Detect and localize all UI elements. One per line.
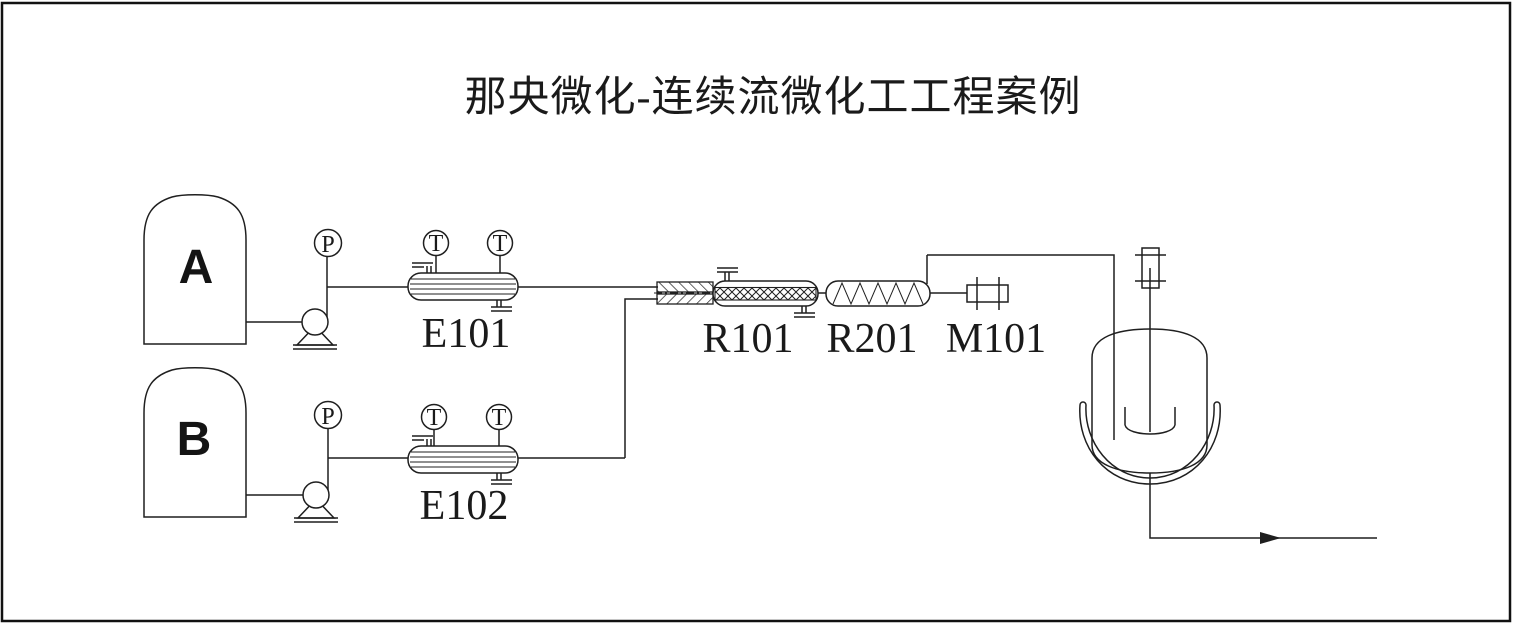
- temp-gauge-letter: T: [429, 231, 444, 257]
- premixer-connector: [654, 281, 716, 305]
- e102-temp-gauge-stems: [433, 430, 500, 446]
- temp-gauge-letter: T: [492, 405, 507, 431]
- temp-gauge-dial: [486, 229, 514, 257]
- pressure-gauge-a-dial: [313, 228, 343, 258]
- tank-a-label: A: [179, 241, 214, 294]
- r201-label: R201: [826, 316, 917, 362]
- e102-tube-lines: [410, 451, 516, 468]
- tank-a-body: [143, 194, 247, 345]
- m101-body: [966, 284, 1009, 303]
- reactor-r101: R101: [702, 267, 819, 362]
- tank-b-label: B: [177, 413, 212, 466]
- pump-b: [294, 481, 338, 523]
- reactor-r201: R201: [825, 280, 931, 362]
- agitator: [1124, 247, 1176, 435]
- tank-b-body: [143, 367, 247, 518]
- r201-body: [825, 280, 931, 307]
- agitator-impeller: [1124, 407, 1176, 435]
- e102-bottom-nozzle: [491, 473, 512, 485]
- temp-gauge-e101-left: T: [422, 229, 450, 257]
- e101-label: E101: [422, 311, 511, 357]
- pressure-gauge-b: P: [313, 400, 343, 430]
- pipe-b-riser-to-premixer: [624, 298, 658, 458]
- e102-top-nozzle: [412, 435, 433, 446]
- feed-tank-a: A: [143, 194, 247, 345]
- heat-exchanger-e101: T T E101: [407, 229, 519, 357]
- r101-top-nozzle: [717, 267, 738, 281]
- vessel-jacket-inner: [1085, 404, 1215, 479]
- m101-label: M101: [946, 316, 1046, 362]
- r101-packing: [714, 286, 817, 301]
- pump-b-base-lines: [294, 517, 338, 523]
- feed-tank-b: B: [143, 367, 247, 518]
- r101-label: R101: [702, 316, 793, 362]
- temp-gauge-letter: T: [427, 405, 442, 431]
- temp-gauge-dial: [420, 403, 448, 431]
- e101-body: [407, 272, 519, 301]
- vessel-jacket-outer: [1079, 404, 1221, 485]
- r201-coil-zigzag: [832, 281, 924, 306]
- r101-bottom-nozzle: [794, 306, 815, 318]
- e102-label: E102: [420, 483, 509, 529]
- e101-top-nozzle: [412, 262, 433, 273]
- e101-tube-lines: [410, 278, 516, 295]
- pipe-vessel-outlet: [1149, 473, 1377, 539]
- stirred-vessel: [1079, 247, 1221, 485]
- heat-exchanger-e102: T T E102: [407, 403, 519, 529]
- pump-a-casing: [301, 308, 329, 336]
- pressure-gauge-b-letter: P: [321, 404, 334, 430]
- e101-temp-gauge-stems: [435, 256, 501, 273]
- pressure-gauge-a: P: [313, 228, 343, 258]
- pressure-gauge-a-letter: P: [321, 232, 334, 258]
- flow-arrow: [1260, 532, 1281, 544]
- pump-b-casing: [302, 481, 330, 509]
- temp-gauge-dial: [485, 403, 513, 431]
- premixer-top-strip: [656, 281, 714, 293]
- e101-bottom-nozzle: [491, 300, 512, 312]
- mixer-m101: M101: [946, 277, 1046, 362]
- diagram-title: 那央微化-连续流微化工工程案例: [465, 74, 1082, 121]
- temp-gauge-letter: T: [493, 231, 508, 257]
- e102-body: [407, 445, 519, 474]
- temp-gauge-dial: [422, 229, 450, 257]
- m101-flange-lines: [976, 277, 1000, 310]
- vessel-jacket-hooks: [1079, 401, 1221, 406]
- temp-gauge-e101-right: T: [486, 229, 514, 257]
- pressure-gauge-b-dial: [313, 400, 343, 430]
- pump-a: [293, 308, 337, 350]
- pump-a-base-lines: [293, 344, 337, 350]
- temp-gauge-e102-right: T: [485, 403, 513, 431]
- premixer-bottom-strip: [656, 293, 714, 305]
- temp-gauge-e102-left: T: [420, 403, 448, 431]
